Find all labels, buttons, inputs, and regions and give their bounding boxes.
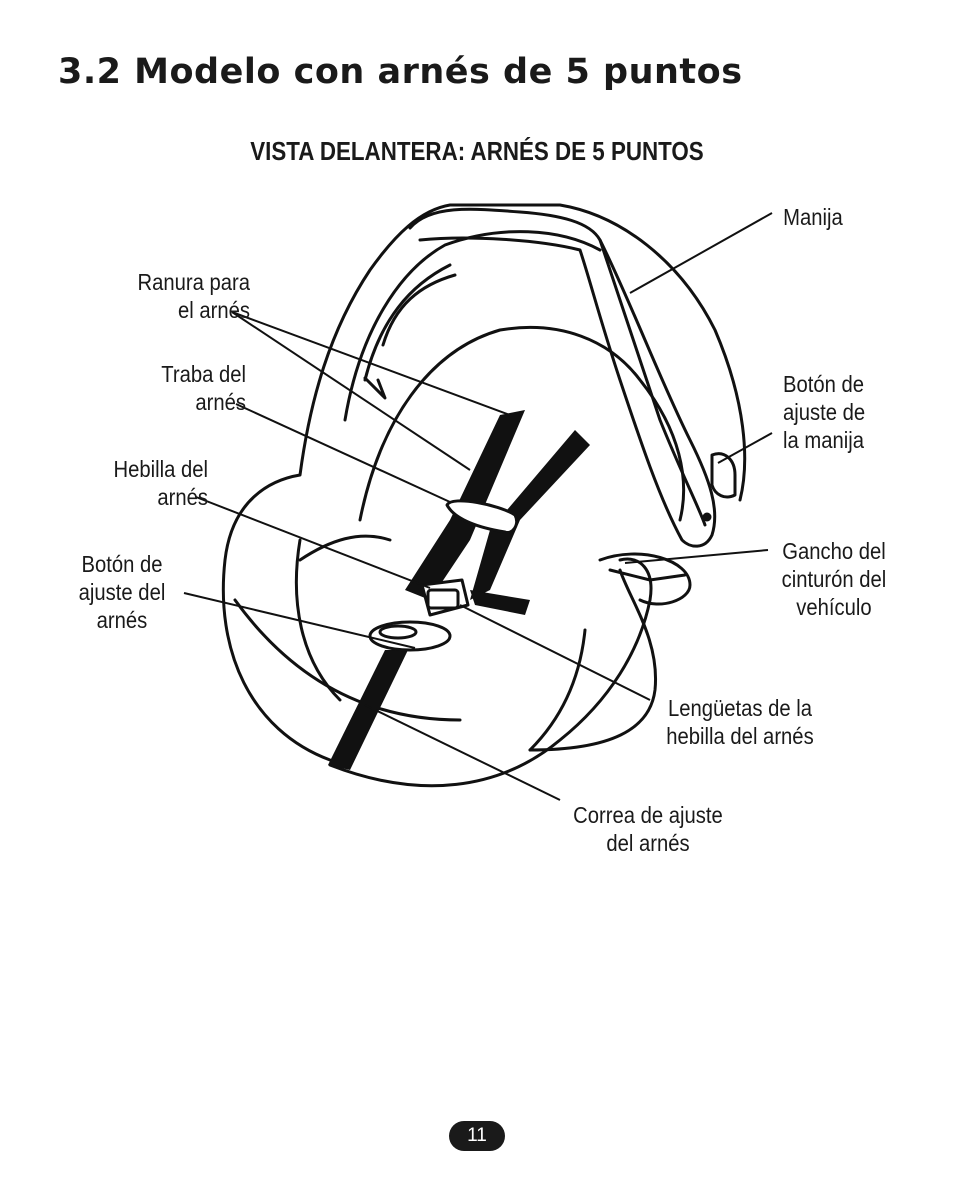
- label-boton-ajuste-arnes: Botón de ajuste del arnés: [78, 551, 166, 633]
- buckle: [426, 588, 460, 610]
- label-gancho-cinturon: Gancho del cinturón del vehículo: [781, 538, 887, 620]
- section-title: 3.2 Modelo con arnés de 5 puntos: [58, 52, 743, 92]
- handle: [408, 207, 717, 548]
- label-correa-ajuste: Correa de ajuste del arnés: [573, 802, 723, 856]
- label-lenguetas-hebilla: Lengüetas de la hebilla del arnés: [666, 695, 814, 749]
- label-ranura-arnes: Ranura para el arnés: [137, 269, 250, 323]
- label-hebilla-arnes: Hebilla del arnés: [113, 456, 208, 510]
- harness-strap-right: [470, 430, 590, 600]
- adjust-strap: [328, 650, 408, 770]
- label-manija: Manija: [783, 204, 843, 230]
- page-number: 11: [449, 1121, 505, 1151]
- label-boton-ajuste-manija: Botón de ajuste de la manija: [783, 371, 866, 453]
- label-traba-arnes: Traba del arnés: [161, 361, 246, 415]
- figure-title: VISTA DELANTERA: ARNÉS DE 5 PUNTOS: [250, 136, 704, 166]
- seat-shell: [221, 203, 747, 762]
- chest-clip: [445, 499, 519, 535]
